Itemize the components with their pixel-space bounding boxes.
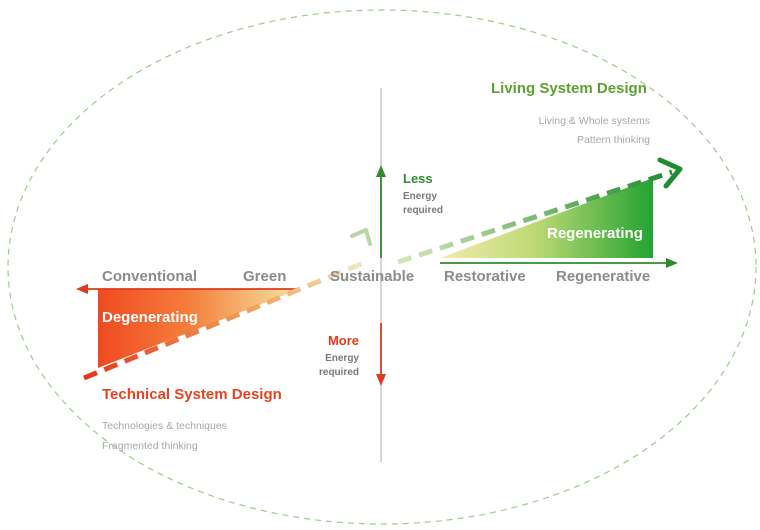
less-energy-arrowhead [376, 165, 386, 177]
technical-system-line2: Fragmented thinking [102, 440, 198, 452]
more-energy-heading: More [327, 333, 359, 348]
label-degenerating: Degenerating [102, 309, 198, 326]
label-conventional: Conventional [102, 268, 198, 285]
technical-system-line1: Technologies & techniques [102, 420, 227, 432]
regenerating-band [440, 178, 653, 258]
system-boundary-ellipse [7, 9, 757, 525]
trend-dashed-line-upper [397, 169, 673, 265]
label-restorative: Restorative [444, 268, 526, 285]
sustainable-turn-arrowhead [350, 228, 372, 246]
label-regenerating: Regenerating [547, 225, 643, 242]
less-energy-heading: Less [403, 171, 433, 186]
more-energy-line2: required [318, 367, 359, 378]
right-arrowhead [666, 258, 678, 268]
living-system-line2: Pattern thinking [577, 134, 650, 146]
label-regenerative: Regenerative [556, 268, 651, 285]
label-green: Green [243, 268, 287, 285]
technical-system-title: Technical System Design [102, 386, 282, 403]
trend-dashed-line-lower [83, 259, 367, 381]
left-arrowhead [76, 284, 88, 294]
less-energy-line1: Energy [403, 191, 437, 202]
living-system-title: Living System Design [491, 80, 647, 97]
more-energy-arrowhead [376, 374, 386, 386]
label-sustainable: Sustainable [330, 268, 415, 285]
more-energy-line1: Energy [325, 353, 359, 364]
less-energy-line2: required [403, 205, 444, 216]
living-system-line1: Living & Whole systems [538, 115, 650, 127]
trend-arrowhead [657, 157, 683, 189]
